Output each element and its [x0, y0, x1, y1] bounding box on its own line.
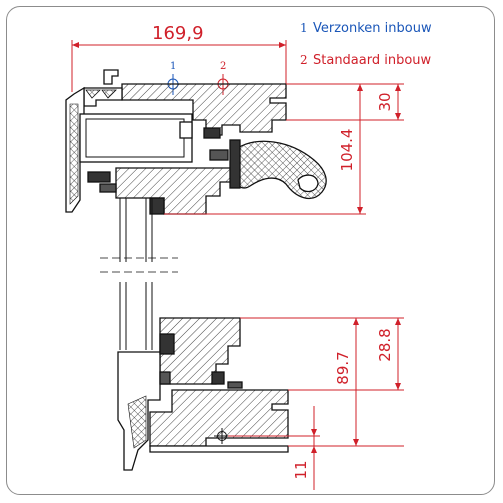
legend-label-standaard: Standaard inbouw — [313, 53, 432, 68]
marker-1-label: 1 — [170, 61, 176, 72]
dimension-label-sill-height: 89.7 — [334, 351, 352, 384]
dimension-label-sill-upper: 28.8 — [376, 328, 394, 361]
dimension-label-head-height: 104.4 — [338, 129, 356, 172]
dimension-label-sill-lower: 11 — [292, 460, 310, 479]
dimension-head-height — [164, 84, 366, 215]
dimension-sill-lower — [228, 406, 320, 490]
dimension-top-width — [71, 40, 287, 92]
legend: 1 Verzonken inbouw 2 Standaard inbouw — [300, 21, 432, 68]
sill-profile — [117, 317, 289, 471]
glazing — [100, 198, 178, 350]
dimension-label-sash-height: 30 — [376, 92, 394, 111]
dimension-sill-upper — [240, 317, 404, 391]
legend-item-standaard: 2 Standaard inbouw — [300, 53, 432, 68]
legend-item-verzonken: 1 Verzonken inbouw — [300, 21, 432, 36]
legend-number-2: 2 — [300, 53, 308, 67]
marker-2-label: 2 — [220, 61, 226, 72]
dimension-label-top-width: 169,9 — [152, 23, 204, 44]
dimension-sill-height — [288, 318, 404, 447]
head-profile — [65, 69, 327, 215]
legend-label-verzonken: Verzonken inbouw — [313, 21, 432, 36]
legend-number-1: 1 — [300, 21, 308, 35]
dimension-sash-height — [286, 83, 404, 121]
